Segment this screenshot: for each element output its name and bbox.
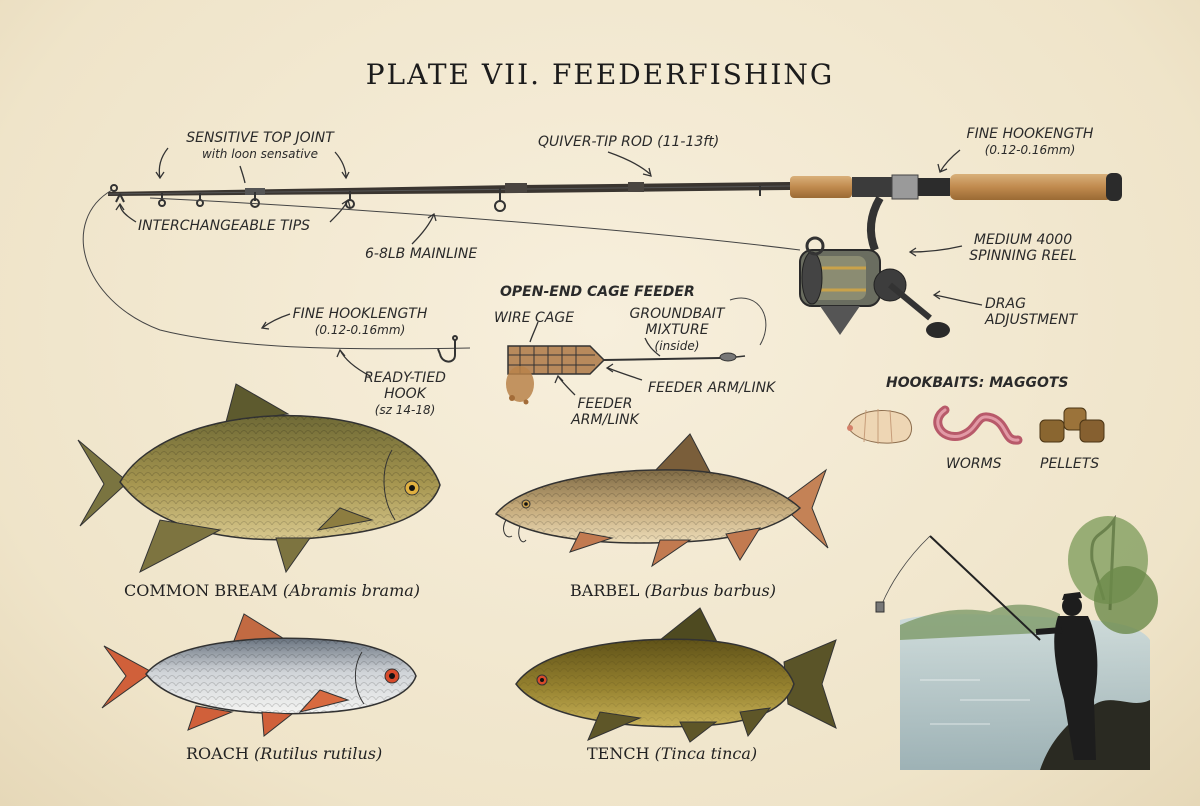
label-hooklength-top-text: FINE HOOKENGTH [966,126,1094,142]
caption-bream: COMMON BREAM (Abramis brama) [124,581,420,600]
label-hook: READY-TIED HOOK (sz 14-18) [355,370,455,418]
caption-roach-common: ROACH [186,744,249,763]
label-groundbait-sub: MIXTURE [645,322,709,338]
label-groundbait-sub2: (inside) [654,339,700,353]
label-mainline: 6-8LB MAINLINE [365,246,478,262]
caption-barbel-common: BARBEL [570,581,640,600]
quiver-tip-rod [107,173,1122,212]
mainline [82,189,801,350]
caption-tench-common: TENCH [587,744,650,763]
tench-fish [515,607,837,743]
caption-tench: TENCH (Tinca tinca) [587,744,757,763]
label-hooklength-mid-sub: (0.12-0.16mm) [314,323,406,337]
label-groundbait-text: GROUNDBAIT [629,306,725,322]
label-groundbait: GROUNDBAIT MIXTURE (inside) [622,306,732,354]
caption-bream-common: COMMON BREAM [124,581,278,600]
caption-tench-latin: (Tinca tinca) [654,744,758,763]
spinning-reel [799,195,950,338]
worm-bait [933,405,1023,445]
cage-feeder [506,345,746,405]
leader-arrows [115,147,983,396]
caption-barbel-latin: (Barbus barbus) [644,581,776,600]
label-drag: DRAG ADJUSTMENT [985,296,1077,328]
label-drag-text: DRAG [985,296,1026,312]
caption-roach: ROACH (Rutilus rutilus) [186,744,382,763]
label-top-joint-text: SENSITIVE TOP JOINT [186,130,334,146]
label-feeder-arm-bottom-sub: ARM/LINK [571,412,639,428]
pellet-bait [1039,407,1105,443]
label-hook-sub2: (sz 14-18) [374,403,436,417]
label-rod: QUIVER-TIP ROD (11-13ft) [538,134,720,150]
label-hooklength-top: FINE HOOKENGTH (0.12-0.16mm) [945,126,1115,158]
caption-barbel: BARBEL (Barbus barbus) [570,581,776,600]
label-top-joint: SENSITIVE TOP JOINT with loon sensative [160,130,360,162]
caption-roach-latin: (Rutilus rutilus) [254,744,383,763]
roach-fish [101,613,417,737]
label-wire-cage: WIRE CAGE [494,310,575,326]
label-reel-sub: SPINNING REEL [969,248,1077,264]
label-top-joint-sub: with loon sensative [201,147,319,161]
maggot-bait [847,409,912,444]
label-hooklength-mid-text: FINE HOOKLENGTH [292,306,428,322]
label-hooklength-mid: FINE HOOKLENGTH (0.12-0.16mm) [285,306,435,338]
label-feeder-arm-right: FEEDER ARM/LINK [648,380,776,396]
label-tips: INTERCHANGEABLE TIPS [138,218,311,234]
bream-fish [77,383,441,574]
label-reel: MEDIUM 4000 SPINNING REEL [958,232,1088,264]
label-reel-text: MEDIUM 4000 [973,232,1073,248]
barbel-fish [494,433,829,568]
label-feeder-arm-bottom: FEEDER ARM/LINK [560,396,650,428]
label-drag-sub: ADJUSTMENT [985,312,1078,328]
hook [437,335,458,363]
label-hook-sub: HOOK [384,386,426,402]
plate-title: PLATE VII. FEEDERFISHING [365,58,835,91]
label-feeder-arm-bottom-text: FEEDER [577,396,633,412]
angler-scene [875,514,1158,770]
caption-bream-latin: (Abramis brama) [282,581,421,600]
label-hookbaits: HOOKBAITS: MAGGOTS [886,375,1069,391]
label-pellets: PELLETS [1040,456,1100,472]
label-hook-text: READY-TIED [364,370,446,386]
label-hooklength-top-sub: (0.12-0.16mm) [984,143,1076,157]
label-worms: WORMS [946,456,1002,472]
label-feeder-title: OPEN-END CAGE FEEDER [500,284,695,300]
